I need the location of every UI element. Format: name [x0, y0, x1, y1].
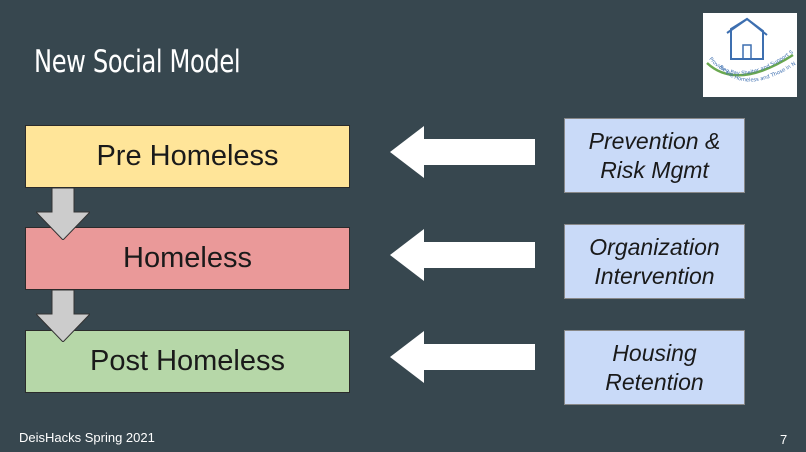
intervention-housing: Housing Retention: [564, 330, 745, 405]
intervention-line: Housing: [612, 339, 697, 366]
stage-label: Pre Homeless: [96, 140, 279, 172]
intervention-line: Intervention: [594, 262, 715, 289]
stage-label: Homeless: [123, 242, 252, 274]
down-arrow-icon: [36, 188, 90, 240]
organization-logo: Providing Bay Shelter and Support Servic…: [701, 9, 797, 97]
left-arrow-icon: [390, 331, 535, 383]
intervention-organization: Organization Intervention: [564, 224, 745, 299]
intervention-line: Retention: [605, 368, 704, 395]
slide-footer: DeisHacks Spring 2021: [19, 430, 155, 445]
house-logo-icon: Providing Bay Shelter and Support Servic…: [701, 9, 797, 84]
down-arrow-icon: [36, 290, 90, 342]
intervention-line: Risk Mgmt: [600, 156, 709, 183]
page-number: 7: [780, 432, 788, 447]
stage-pre-homeless: Pre Homeless: [25, 125, 350, 188]
left-arrow-icon: [390, 126, 535, 178]
left-arrow-icon: [390, 229, 535, 281]
stage-post-homeless: Post Homeless: [25, 330, 350, 393]
intervention-line: Prevention &: [588, 127, 721, 154]
stage-label: Post Homeless: [89, 345, 285, 377]
intervention-line: Organization: [589, 233, 720, 260]
slide-title: New Social Model: [34, 44, 241, 80]
intervention-prevention: Prevention & Risk Mgmt: [564, 118, 745, 193]
stage-homeless: Homeless: [25, 227, 350, 290]
